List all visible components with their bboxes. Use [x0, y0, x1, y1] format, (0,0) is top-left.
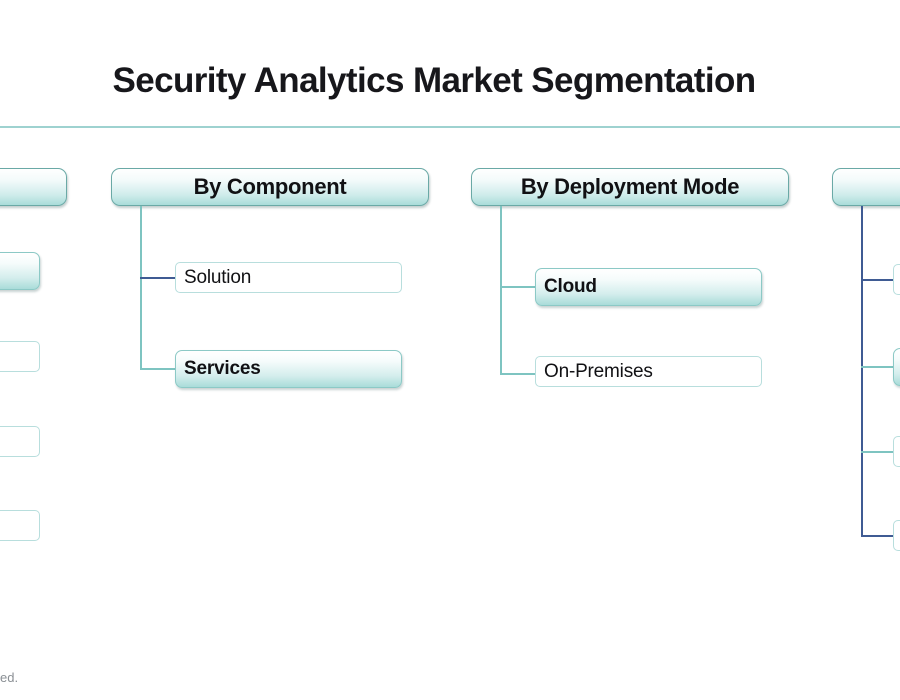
connector-branch — [861, 279, 895, 281]
connector-trunk — [861, 206, 863, 536]
segment-header-box[interactable]: By Deployment Mode — [471, 168, 789, 206]
footer-note: ed. — [0, 670, 19, 685]
page-title: Security Analytics Market Segmentation — [112, 61, 756, 100]
segment-child-box[interactable]: On-Premises — [535, 356, 762, 387]
connector-trunk — [140, 206, 142, 368]
segment-column-right-clipped — [0, 128, 900, 658]
segment-header-box[interactable]: By Component — [111, 168, 429, 206]
segmentation-diagram: n By Component Solution Services By Depl… — [0, 128, 900, 658]
page-footer: ed. — [0, 658, 900, 700]
connector-branch — [500, 373, 536, 375]
segment-child-box[interactable] — [0, 252, 40, 290]
segment-child-box[interactable] — [893, 264, 900, 295]
connector-branch — [861, 535, 895, 537]
segment-child-box[interactable]: Solution — [175, 262, 402, 293]
segment-header-box[interactable] — [832, 168, 900, 206]
segment-child-box[interactable]: Services — [175, 350, 402, 388]
segment-header-box[interactable]: n — [0, 168, 67, 206]
segment-child-box[interactable] — [893, 520, 900, 551]
page-header: Security Analytics Market Segmentation — [0, 0, 900, 129]
segment-column-left-clipped: n — [0, 128, 70, 658]
connector-branch — [500, 286, 536, 288]
segment-child-box[interactable] — [893, 348, 900, 386]
header-divider — [0, 126, 900, 129]
segment-child-box[interactable] — [0, 426, 40, 457]
segment-column-by-deployment-mode: By Deployment Mode Cloud On-Premises — [0, 128, 800, 658]
segment-child-box[interactable] — [0, 510, 40, 541]
connector-branch — [140, 277, 176, 279]
segment-column-by-component: By Component Solution Services — [0, 128, 440, 658]
connector-branch — [861, 451, 895, 453]
connector-branch — [140, 368, 176, 370]
connector-branch — [861, 366, 895, 368]
segment-child-box[interactable]: Cloud — [535, 268, 762, 306]
connector-trunk — [500, 206, 502, 374]
segment-child-box[interactable] — [0, 341, 40, 372]
segment-child-box[interactable] — [893, 436, 900, 467]
